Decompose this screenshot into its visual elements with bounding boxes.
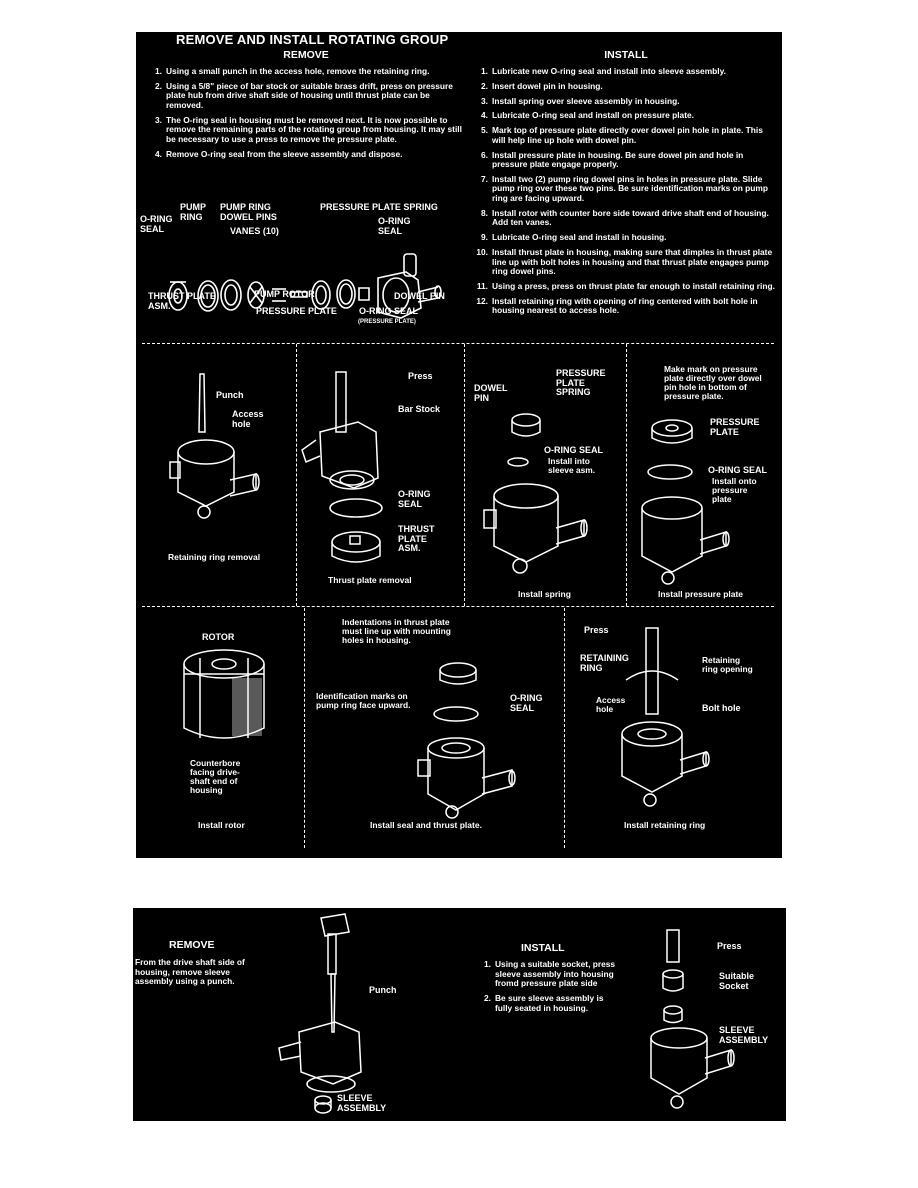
list-item: 3.The O-ring seal in housing must be rem… — [155, 114, 462, 144]
divider-horizontal — [142, 343, 774, 344]
fig5-caption: Install rotor — [198, 820, 245, 830]
sleeve-label-socket: Suitable Socket — [719, 971, 755, 991]
list-item: 11.Using a press, press on thrust plate … — [476, 280, 775, 291]
install-steps: 1.Lubricate new O-ring seal and install … — [470, 66, 776, 321]
sleeve-assembly-panel: REMOVE 1.From the drive shaft side of ho… — [133, 908, 786, 1121]
list-item: 8.Install rotor with counter bore side t… — [481, 207, 769, 228]
install-heading: INSTALL — [604, 49, 648, 61]
sleeve-remove-steps: 1.From the drive shaft side of housing, … — [133, 957, 253, 992]
fig6-label-indentations: Indentations in thrust plate must line u… — [342, 617, 451, 645]
remove-steps: 1.Using a small punch in the access hole… — [144, 66, 464, 165]
divider-vertical — [304, 608, 305, 848]
divider-vertical — [296, 344, 297, 606]
list-item: 7.Install two (2) pump ring dowel pins i… — [481, 173, 768, 204]
retaining-ring-removal-drawing — [164, 372, 264, 522]
sleeve-label-punch: Punch — [369, 985, 397, 995]
fig7-label-access-hole: Access hole — [596, 695, 626, 714]
list-item: 6.Install pressure plate in housing. Be … — [481, 149, 744, 170]
fig7-label-retaining-ring: RETAINING RING — [580, 653, 629, 673]
fig4-label-note: Make mark on pressure plate directly ove… — [664, 364, 762, 401]
sleeve-install-heading: INSTALL — [521, 942, 565, 954]
exploded-label-pump-ring: PUMP RING — [180, 202, 207, 222]
fig6-label-id-marks: Identification marks on pump ring face u… — [316, 691, 411, 710]
fig2-label-press: Press — [408, 371, 433, 381]
list-item: 3.Install spring over sleeve assembly in… — [481, 95, 680, 106]
fig6-caption: Install seal and thrust plate. — [370, 820, 482, 830]
remove-heading: REMOVE — [283, 49, 329, 61]
divider-vertical — [626, 344, 627, 606]
fig3-label-spring: PRESSURE PLATE SPRING — [556, 368, 606, 397]
fig3-label-dowel-pin: DOWEL PIN — [474, 383, 508, 403]
list-item: 1.Lubricate new O-ring seal and install … — [481, 66, 726, 76]
list-item: 1.Using a small punch in the access hole… — [155, 66, 430, 76]
fig2-label-bar-stock: Bar Stock — [398, 404, 441, 414]
fig4-label-o-ring-seal: O-RING SEAL — [708, 465, 768, 475]
list-item: 2.Using a 5/8" piece of bar stock or sui… — [155, 80, 453, 110]
fig3-caption: Install spring — [518, 589, 571, 599]
list-item: 4.Lubricate O-ring seal and install on p… — [481, 110, 694, 121]
divider-horizontal — [142, 606, 774, 607]
sleeve-label-sleeve-assembly-right: SLEEVE ASSEMBLY — [719, 1025, 769, 1045]
install-pressure-plate-drawing — [636, 416, 756, 586]
sleeve-label-press: Press — [717, 941, 742, 951]
fig1-label-punch: Punch — [216, 390, 244, 400]
fig5-label-counterbore: Counterbore facing drive- shaft end of h… — [190, 758, 241, 795]
install-rotor-drawing — [180, 644, 270, 754]
fig4-label-pressure-plate: PRESSURE PLATE — [710, 417, 760, 437]
install-spring-drawing — [476, 410, 606, 575]
exploded-label-thrust-plate-asm: THRUST PLATE ASM. — [148, 291, 216, 311]
sleeve-remove-heading: REMOVE — [169, 939, 215, 951]
sleeve-install-drawing — [633, 928, 743, 1118]
fig7-label-press: Press — [584, 625, 609, 635]
fig3-label-o-ring-note: Install into sleeve asm. — [548, 456, 596, 475]
exploded-label-pressure-plate-spring: PRESSURE PLATE SPRING — [320, 202, 438, 212]
fig1-label-access-hole: Access hole — [232, 409, 264, 429]
list-item: 1.Using a suitable socket, press sleeve … — [484, 959, 616, 989]
divider-vertical — [564, 608, 565, 848]
list-item: 2.Be sure sleeve assembly is fully seate… — [484, 992, 604, 1013]
exploded-label-pressure-plate: PRESSURE PLATE — [256, 306, 337, 316]
fig7-caption: Install retaining ring — [624, 820, 706, 830]
install-seal-thrust-plate-drawing — [418, 658, 538, 818]
exploded-label-pump-ring-dowel-pins: PUMP RING DOWEL PINS — [220, 202, 277, 222]
list-item: 10.Install thrust plate in housing, maki… — [476, 247, 773, 277]
fig4-label-o-ring-note: Install onto pressure plate — [712, 476, 757, 504]
fig5-label-rotor: ROTOR — [202, 632, 235, 642]
fig1-caption: Retaining ring removal — [168, 552, 261, 562]
sleeve-install-steps: 1.Using a suitable socket, press sleeve … — [473, 959, 623, 1018]
rotating-group-panel: REMOVE AND INSTALL ROTATING GROUP REMOVE… — [136, 32, 782, 858]
fig2-label-o-ring-seal: O-RING SEAL — [398, 489, 431, 509]
fig7-label-bolt-hole: Bolt hole — [702, 703, 741, 713]
exploded-label-o-ring-seal-right: O-RING SEAL — [378, 216, 411, 236]
install-retaining-ring-drawing — [622, 624, 742, 814]
list-item: 12.Install retaining ring with opening o… — [476, 295, 758, 316]
fig2-caption: Thrust plate removal — [328, 575, 412, 585]
exploded-label-pump-rotor: PUMP ROTOR — [254, 289, 315, 299]
exploded-label-pressure-plate-note: (PRESSURE PLATE) — [358, 319, 416, 325]
fig7-label-ring-opening: Retaining ring opening — [702, 655, 753, 674]
exploded-label-o-ring-seal-bottom: O-RING SEAL — [359, 306, 419, 316]
fig2-label-thrust-plate: THRUST PLATE ASM. — [398, 524, 435, 553]
fig3-label-o-ring-seal: O-RING SEAL — [544, 445, 604, 455]
sleeve-label-sleeve-assembly-left: SLEEVE ASSEMBLY — [337, 1093, 387, 1113]
fig4-caption: Install pressure plate — [658, 589, 744, 599]
list-item: 4.Remove O-ring seal from the sleeve ass… — [155, 148, 403, 159]
exploded-label-dowel-pin: DOWEL PIN — [394, 291, 445, 301]
exploded-label-vanes: VANES (10) — [230, 226, 279, 236]
list-item: 5.Mark top of pressure plate directly ov… — [481, 125, 763, 145]
divider-vertical — [464, 344, 465, 606]
page-title: REMOVE AND INSTALL ROTATING GROUP — [176, 32, 449, 47]
list-item: 2.Insert dowel pin in housing. — [481, 80, 603, 91]
list-item: 9.Lubricate O-ring seal and install in h… — [481, 232, 667, 243]
exploded-label-o-ring-seal: O-RING SEAL — [140, 214, 173, 234]
sleeve-removal-drawing — [273, 912, 413, 1117]
list-item: 1.From the drive shaft side of housing, … — [135, 957, 245, 987]
exploded-view-drawing — [156, 232, 466, 332]
thrust-plate-removal-drawing — [306, 370, 426, 570]
fig6-label-o-ring-seal: O-RING SEAL — [510, 693, 543, 713]
